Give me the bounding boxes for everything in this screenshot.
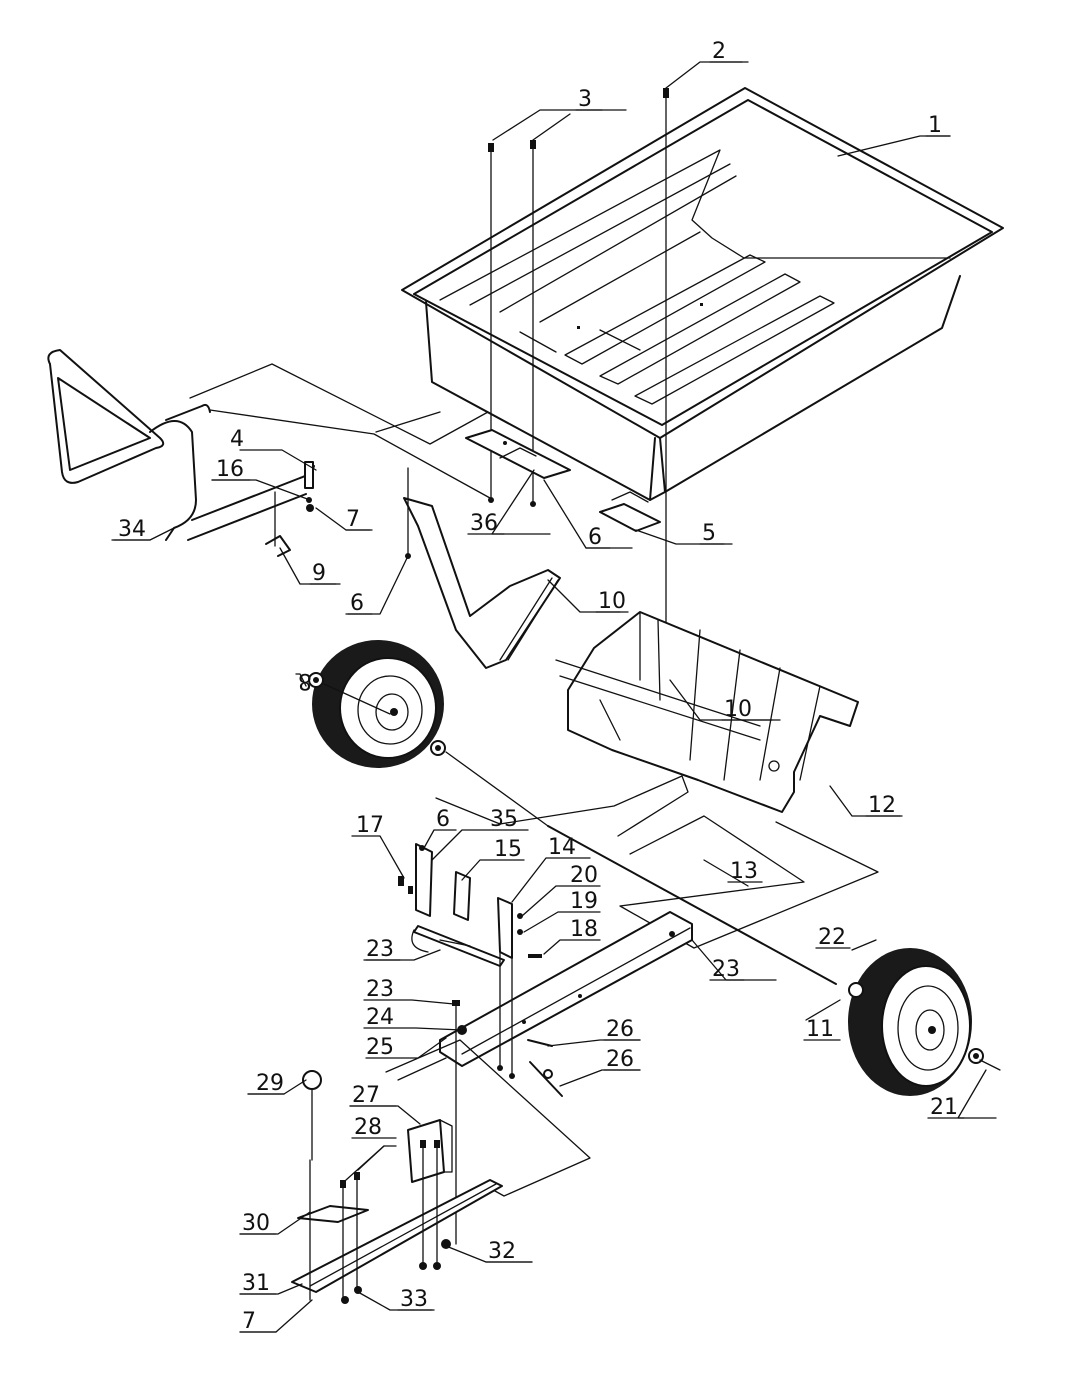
callout-31: 29 xyxy=(256,1071,284,1096)
callout-36: 36 xyxy=(470,511,498,536)
part-bracket-29 xyxy=(407,1119,453,1183)
part-bolt-2 xyxy=(663,88,669,641)
part-hitch-bracket xyxy=(398,843,542,967)
part-hitch-plate xyxy=(291,1070,503,1304)
callout-21: 15 xyxy=(494,837,522,862)
callout-13: 22 xyxy=(818,925,846,950)
part-wheel-left xyxy=(308,640,446,768)
part-wheel-right xyxy=(848,948,1001,1096)
part-pin-27-28 xyxy=(527,1039,563,1097)
callout-8: 9 xyxy=(312,561,326,586)
part-lever xyxy=(403,467,561,669)
callout-5: 5 xyxy=(702,521,716,546)
callout-24: 23 xyxy=(366,937,394,962)
callout-27: 26 xyxy=(606,1047,634,1072)
callout-25: 23 xyxy=(366,977,394,1002)
callout-6-upper: 6 xyxy=(588,525,602,550)
callout-23-bottom: 7 xyxy=(242,1309,256,1334)
callout-16: 23 xyxy=(712,957,740,982)
callout-32: 30 xyxy=(242,1211,270,1236)
callout-1: 1 xyxy=(928,113,942,138)
callout-10-upper: 10 xyxy=(724,697,752,722)
part-clip-8 xyxy=(265,535,291,557)
callout-30: 28 xyxy=(354,1115,382,1140)
callout-23-top: 17 xyxy=(356,813,384,838)
callout-33: 31 xyxy=(242,1271,270,1296)
callout-14: 11 xyxy=(806,1017,834,1042)
callout-6-mid: 6 xyxy=(350,591,364,616)
callout-29: 27 xyxy=(352,1083,380,1108)
callout-22: 16 xyxy=(216,457,244,482)
callout-34: 34 xyxy=(118,517,146,542)
part-axle xyxy=(435,751,879,985)
callout-9: 10 xyxy=(598,589,626,614)
part-tub xyxy=(401,87,1004,501)
callout-28: 26 xyxy=(606,1017,634,1042)
callout-12: 13 xyxy=(730,859,758,884)
callout-20: 14 xyxy=(548,835,576,860)
callout-underlines xyxy=(113,61,965,1333)
callout-19: 20 xyxy=(570,863,598,888)
part-pin-4-22 xyxy=(274,461,314,547)
callout-35: 35 xyxy=(490,807,518,832)
part-tongue xyxy=(385,911,693,1197)
callout-4: 4 xyxy=(230,427,244,452)
callout-2: 2 xyxy=(712,39,726,64)
callout-11: 12 xyxy=(868,793,896,818)
callout-26-lower: 32 xyxy=(488,1239,516,1264)
callout-labels: 2 3 1 4 16 7 36 34 6 5 9 6 10 8 10 12 6 … xyxy=(118,39,958,1334)
callout-7-lower: 8 xyxy=(298,668,312,693)
callout-23-mid: 25 xyxy=(366,1035,394,1060)
part-plate-5 xyxy=(599,491,661,532)
callout-7-upper: 7 xyxy=(346,507,360,532)
callout-15: 21 xyxy=(930,1095,958,1120)
callout-3: 3 xyxy=(578,87,592,112)
callout-6-lower: 6 xyxy=(436,807,450,832)
callout-10-lower: 33 xyxy=(400,1287,428,1312)
callout-18: 19 xyxy=(570,889,598,914)
part-plate-36 xyxy=(465,429,571,479)
part-frame xyxy=(555,611,859,813)
callout-26-upper: 24 xyxy=(366,1005,394,1030)
callout-17: 18 xyxy=(570,917,598,942)
